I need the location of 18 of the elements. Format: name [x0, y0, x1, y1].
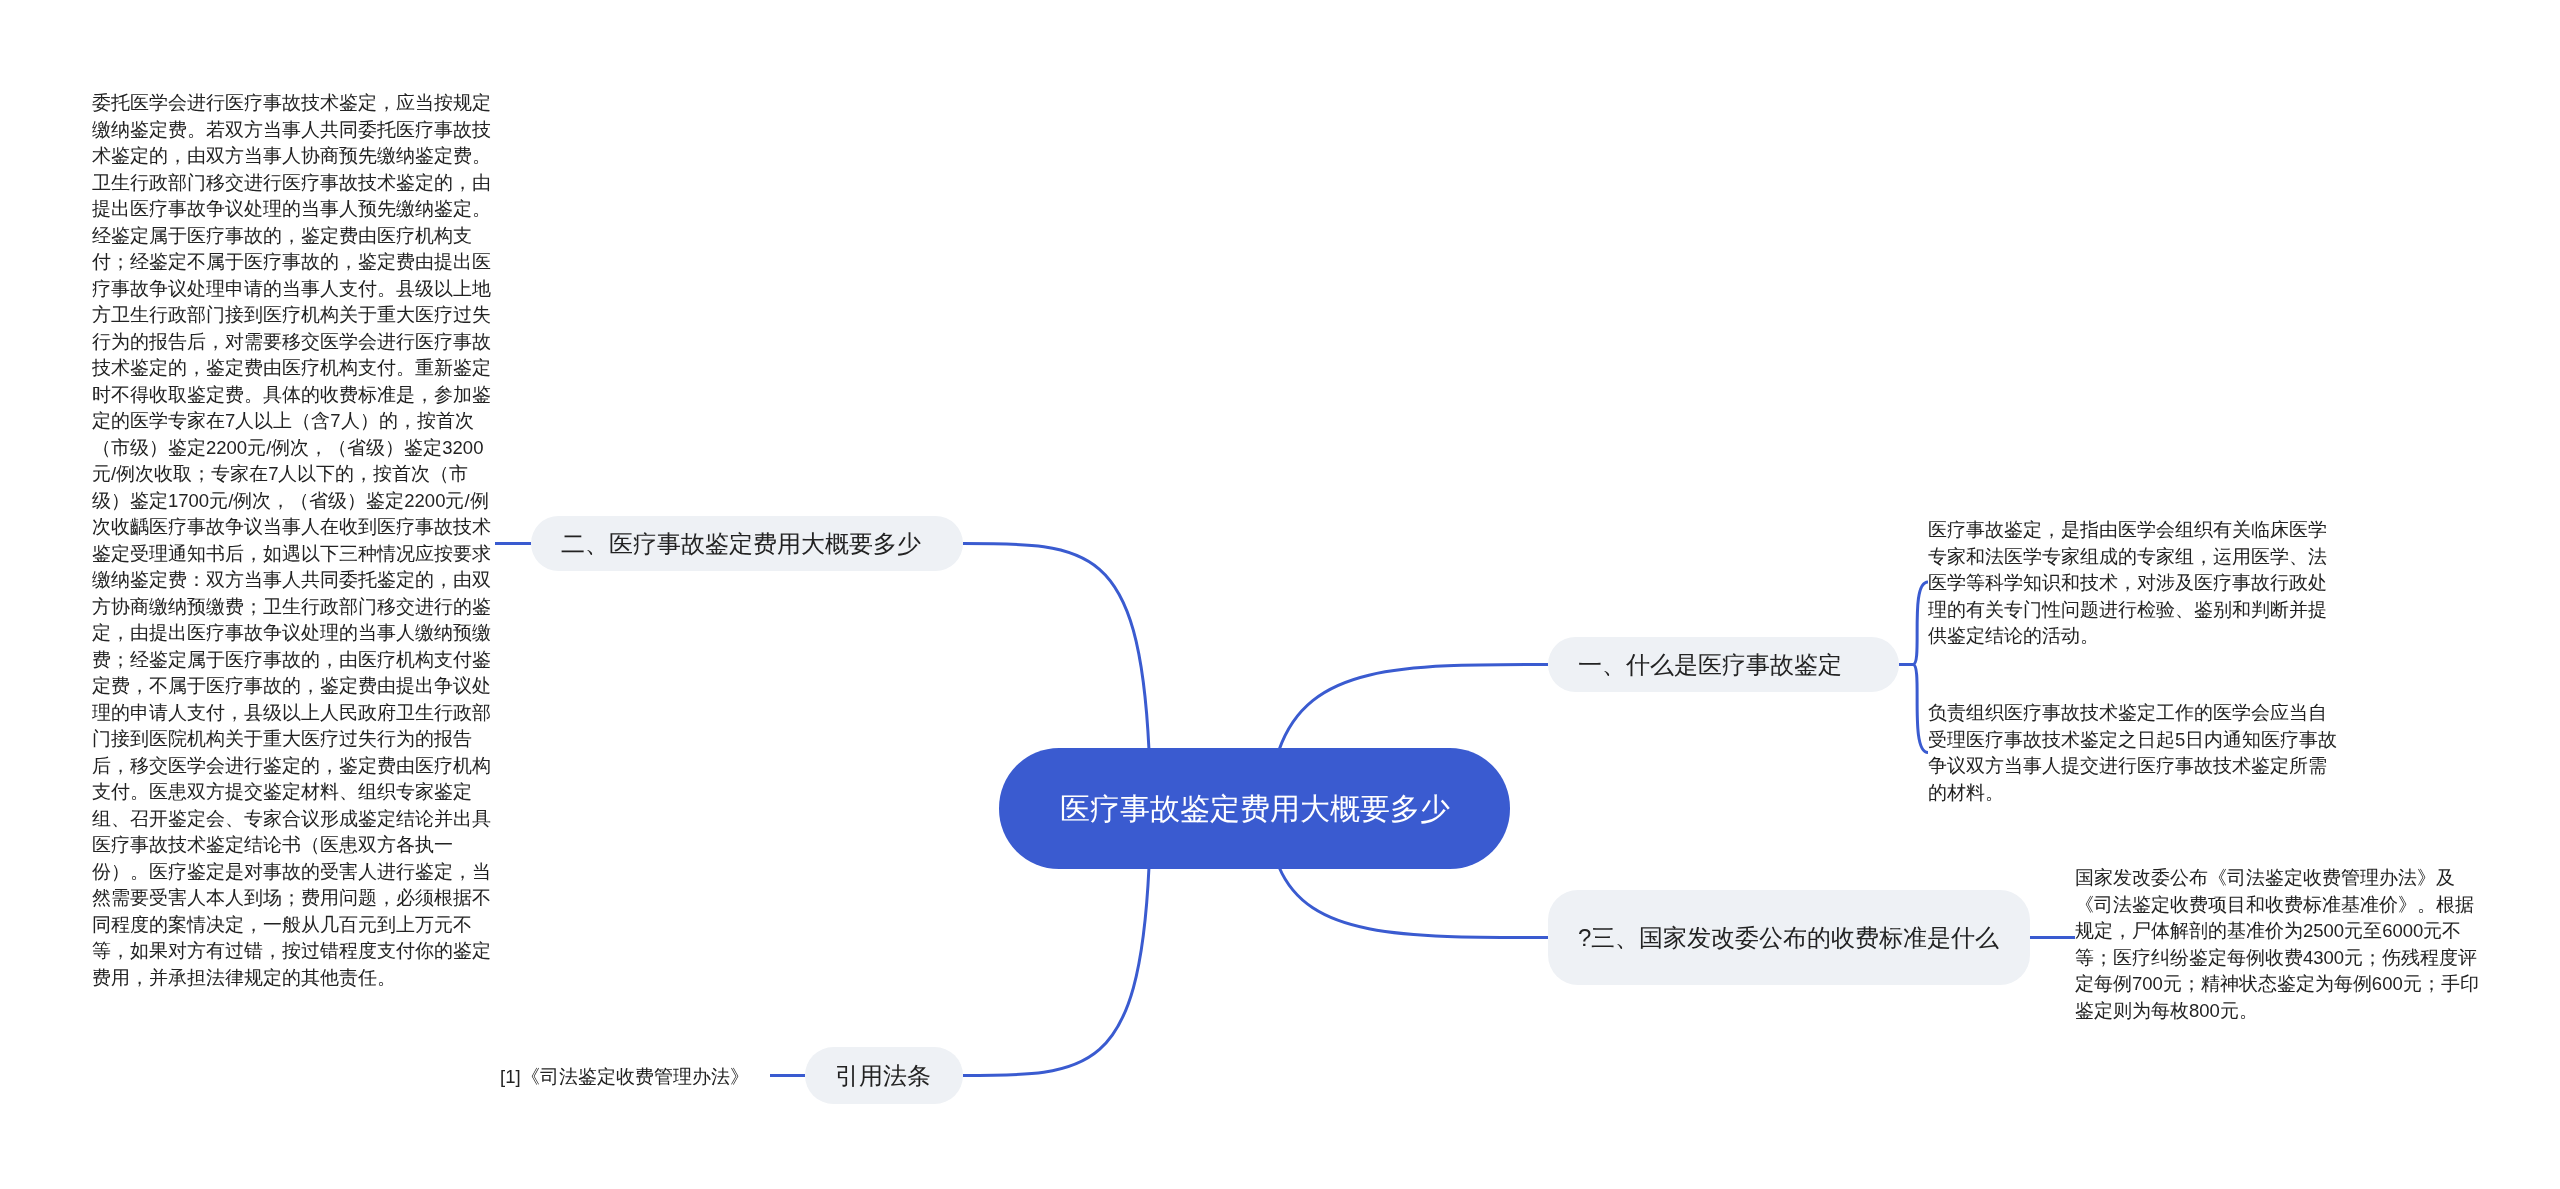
note-text: [1]《司法鉴定收费管理办法》: [500, 1064, 770, 1091]
connector-line: [963, 866, 1151, 1077]
note-text: 国家发改委公布《司法鉴定收费管理办法》及《司法鉴定收费项目和收费标准基准价》。根据规定，尸体解剖的基准价为2500元至6000元不等；医疗纠纷鉴定每例收费4300元；伤残程度评定每例700元；精神状态鉴定为每例600元；手印鉴定则为每枚800元。: [2075, 865, 2485, 1024]
connector-line: [963, 542, 1151, 751]
central-topic-box: 医疗事故鉴定费用大概要多少: [999, 748, 1510, 869]
note-text: 负责组织医疗事故技术鉴定工作的医学会应当自受理医疗事故技术鉴定之日起5日内通知医疗事故争议双方当事人提交进行医疗事故技术鉴定所需的材料。: [1928, 700, 2338, 806]
connector-line: [1277, 663, 1548, 751]
connector-line: [2030, 936, 2075, 939]
topic-box: ?三、国家发改委公布的收费标准是什么: [1548, 890, 2030, 985]
topic-box: 引用法条: [805, 1047, 963, 1104]
topic-box: 二、医疗事故鉴定费用大概要多少: [531, 516, 963, 571]
note-text: 委托医学会进行医疗事故技术鉴定，应当按规定缴纳鉴定费。若双方当事人共同委托医疗事故技术鉴定的，由双方当事人协商预先缴纳鉴定费。卫生行政部门移交进行医疗事故技术鉴定的，由提出医疗事故争议处理的当事人预先缴纳鉴定。经鉴定属于医疗事故的，鉴定费由医疗机构支付；经鉴定不属于医疗事故的，鉴定费由提出医疗事故争议处理申请的当事人支付。县级以上地方卫生行政部门接到医疗机构关于重大医疗过失行为的报告后，对需要移交医学会进行医疗事故技术鉴定的，鉴定费由医疗机构支付。重新鉴定时不得收取鉴定费。具体的收费标准是，参加鉴定的医学专家在7人以上（含7人）的，按首次（市级）鉴定2200元/例次，（省级）鉴定3200元/例次收取；专家在7人以下的，按首次（市级）鉴定1700元/例次，（省级）鉴定2200元/例次收齲医疗事故争议当事人在收到医疗事故技术鉴定受理通知书后，如遇以下三种情况应按要求缴纳鉴定费：双方当事人共同委托鉴定的，由双方协商缴纳预缴费；卫生行政部门移交进行的鉴定，由提出医疗事故争议处理的当事人缴纳预缴费；经鉴定属于医疗事故的，由医疗机构支付鉴定费，不属于医疗事故的，鉴定费由提出争议处理的申请人支付，县级以上人民政府卫生行政部门接到医院机构关于重大医疗过失行为的报告后，移交医学会进行鉴定的，鉴定费由医疗机构支付。医患双方提交鉴定材料、组织专家鉴定组、召开鉴定会、专家合议形成鉴定结论并出具医疗事故技术鉴定结论书（医患双方各执一份）。医疗鉴定是对事故的受害人进行鉴定，当然需要受害人本人到场；费用问题，必须根据不同程度的案情决定，一般从几百元到上万元不等，如果对方有过错，按过错程度支付你的鉴定费用，并承担法律规定的其他责任。: [92, 90, 495, 991]
connector-line: [495, 542, 531, 545]
connector-line: [1277, 866, 1548, 939]
topic-box: 一、什么是医疗事故鉴定: [1548, 637, 1899, 692]
connector-line: [1899, 663, 1929, 754]
connector-line: [770, 1074, 805, 1077]
note-text: 医疗事故鉴定，是指由医学会组织有关临床医学专家和法医学专家组成的专家组，运用医学、法医学等科学知识和技术，对涉及医疗事故行政处理的有关专门性问题进行检验、鉴别和判断并提供鉴定结论的活动。: [1928, 517, 2338, 650]
